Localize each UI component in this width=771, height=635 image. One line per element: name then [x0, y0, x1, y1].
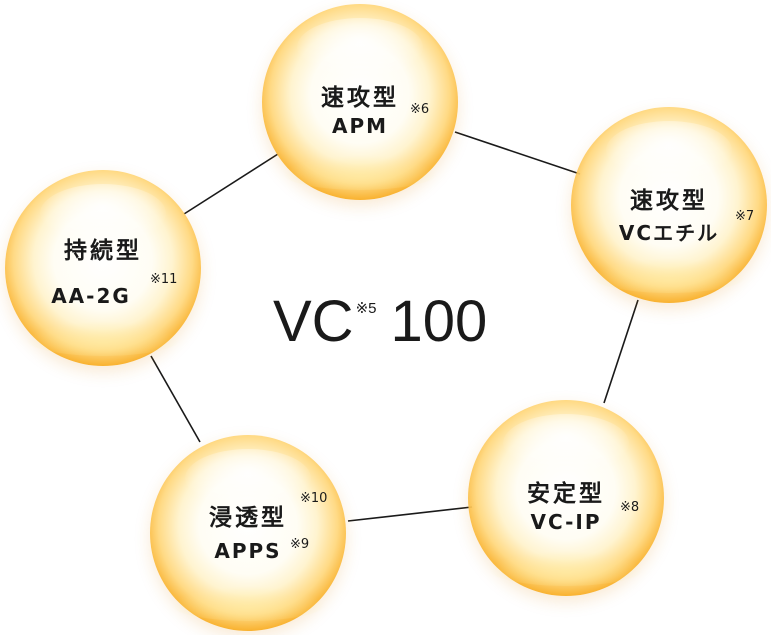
node-aa-2g-type: 持続型: [64, 237, 142, 264]
node-vc-ethyl-note: ※7: [735, 209, 755, 224]
node-apm-note: ※6: [410, 102, 430, 117]
node-apps-name: APPS: [150, 539, 346, 563]
line-aa2g-apm: [183, 153, 279, 215]
node-apm: 速攻型 APM ※6: [262, 4, 458, 200]
node-vc-ethyl: 速攻型 VCエチル ※7: [571, 107, 767, 303]
node-vc-ethyl-type: 速攻型: [630, 188, 708, 215]
node-apps-name-text: APPS: [214, 538, 282, 563]
node-aa-2g: 持続型 AA-2G ※11: [5, 170, 201, 366]
node-vc-ip: 安定型 VC-IP ※8: [468, 400, 664, 596]
node-vc-ip-type: 安定型: [527, 481, 605, 508]
node-apm-name: APM: [262, 114, 458, 138]
line-vcip-apps: [347, 506, 473, 522]
center-title-value: 100: [390, 289, 488, 354]
line-apps-aa2g: [150, 355, 201, 443]
node-aa-2g-name: AA-2G: [0, 284, 189, 308]
node-vc-ip-name-text: VC-IP: [530, 509, 602, 534]
node-vc-ethyl-name-text: VCエチル: [618, 220, 720, 245]
node-aa-2g-note: ※11: [150, 272, 178, 287]
node-apps-type: 浸透型: [209, 504, 287, 531]
center-title-note: ※5: [355, 300, 377, 317]
node-vc-ethyl-name: VCエチル: [571, 217, 767, 246]
line-vcethyl-vcip: [603, 299, 639, 404]
node-vc-ip-name: VC-IP: [468, 510, 664, 534]
center-title-main: VC: [273, 289, 354, 354]
node-apm-type: 速攻型: [321, 85, 399, 112]
node-apps: 浸透型 ※10 APPS ※9: [150, 435, 346, 631]
node-vc-ip-note: ※8: [620, 500, 640, 515]
node-aa-2g-name-text: AA-2G: [51, 283, 131, 308]
center-title: VC※5 100: [273, 288, 487, 355]
node-apm-name-text: APM: [331, 113, 389, 138]
node-apps-note: ※9: [290, 537, 310, 552]
node-apps-type-note: ※10: [300, 491, 328, 506]
line-apm-vcethyl: [454, 131, 581, 175]
